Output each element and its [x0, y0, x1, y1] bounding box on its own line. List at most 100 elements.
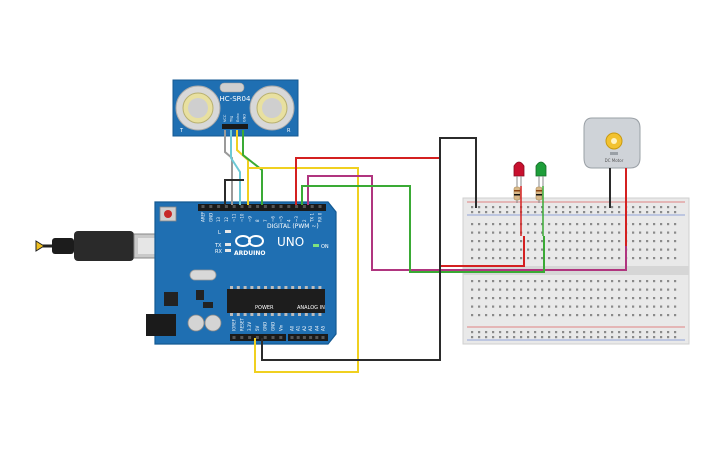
- capacitor-2: [204, 314, 222, 332]
- digital-pin[interactable]: [224, 205, 228, 208]
- power-pin[interactable]: [232, 336, 236, 339]
- digital-pin-label: GND: [208, 213, 213, 222]
- sensor-left-mark: T: [179, 128, 184, 134]
- digital-pin[interactable]: [232, 205, 236, 208]
- motor-label-plate: [610, 152, 618, 155]
- digital-pin-label: ~5: [279, 216, 284, 222]
- digital-pin[interactable]: [263, 205, 267, 208]
- digital-pin[interactable]: [209, 205, 213, 208]
- digital-pin-label: AREF: [201, 211, 206, 222]
- analog-pin-label: A2: [302, 325, 307, 331]
- analog-pin[interactable]: [321, 336, 325, 339]
- power-pin[interactable]: [248, 336, 252, 339]
- red-led[interactable]: [513, 161, 525, 186]
- wire-arduino-gnd-loop[interactable]: [224, 179, 244, 205]
- digital-pin[interactable]: [271, 205, 275, 208]
- analog-pin-label: A4: [314, 325, 319, 331]
- digital-pin-label: 7: [263, 219, 268, 222]
- rx-led: [225, 249, 231, 252]
- digital-pin-label: 13: [216, 216, 221, 222]
- wire-black-gnd[interactable]: [261, 137, 477, 361]
- power-pin[interactable]: [263, 336, 267, 339]
- analog-pin[interactable]: [309, 336, 313, 339]
- regulator: [164, 292, 178, 306]
- analog-header[interactable]: [288, 334, 328, 341]
- green-led[interactable]: [535, 161, 547, 186]
- digital-pin-label: 4: [286, 219, 291, 222]
- rx-label: RX: [215, 249, 222, 255]
- tx-led: [225, 243, 231, 246]
- power-pin-label: Vin: [278, 324, 283, 331]
- digital-pin[interactable]: [287, 205, 291, 208]
- analog-pin[interactable]: [315, 336, 319, 339]
- power-pin-label: 5V: [255, 325, 260, 331]
- digital-pin[interactable]: [240, 205, 244, 208]
- sensor-pin-label: Echo: [236, 114, 240, 123]
- analog-pin-label: A3: [308, 325, 313, 331]
- digital-pin[interactable]: [295, 205, 299, 208]
- wire-sensor-gnd[interactable]: [242, 130, 263, 205]
- digital-pin[interactable]: [201, 205, 205, 208]
- digital-pin-label: 12: [224, 216, 229, 222]
- digital-header[interactable]: [198, 204, 326, 211]
- digital-label: DIGITAL (PWM ~): [267, 223, 319, 230]
- on-label: ON: [321, 244, 329, 250]
- power-jack[interactable]: [146, 314, 176, 336]
- digital-pin[interactable]: [248, 205, 252, 208]
- sensor-pin-label: VCC: [223, 114, 227, 122]
- digital-pin[interactable]: [318, 205, 322, 208]
- tx-label: TX: [214, 243, 222, 249]
- digital-pin[interactable]: [217, 205, 221, 208]
- digital-pin[interactable]: [310, 205, 314, 208]
- motor-label: DC Motor: [605, 158, 624, 163]
- analog-pin[interactable]: [296, 336, 300, 339]
- digital-pin-label: ~10: [240, 213, 245, 222]
- usb-cable[interactable]: [35, 231, 169, 261]
- digital-pin-label: ~11: [232, 213, 237, 222]
- wire-magenta-pin[interactable]: [307, 175, 627, 271]
- arduino-logo: [235, 235, 264, 247]
- digital-pin-label: 8: [255, 219, 260, 222]
- small-chip: [196, 290, 204, 300]
- transmitter: [175, 85, 221, 131]
- resistor-green-led[interactable]: [535, 184, 543, 203]
- digital-pin-label: TX 1: [310, 213, 315, 223]
- l-label: L: [218, 230, 221, 236]
- on-led: [313, 244, 319, 247]
- wire-sensor-trig[interactable]: [230, 130, 241, 205]
- digital-pin[interactable]: [279, 205, 283, 208]
- reset-button[interactable]: [159, 206, 177, 222]
- sensor-right-mark: R: [287, 128, 291, 134]
- wire-sensor-vcc[interactable]: [224, 130, 233, 205]
- power-pin-label: RESET: [239, 318, 244, 331]
- power-pin-label: GND: [271, 322, 276, 331]
- digital-pin[interactable]: [256, 205, 260, 208]
- wire-green-pin[interactable]: [301, 185, 545, 273]
- dc-motor[interactable]: DC Motor: [583, 117, 641, 169]
- wire-yellow-5v[interactable]: [248, 167, 359, 373]
- sensor-pin-label: GND: [243, 114, 247, 122]
- power-pin[interactable]: [271, 336, 275, 339]
- digital-pin-label: ~9: [247, 216, 252, 222]
- sensor-pin-label: Trig: [230, 116, 234, 123]
- analog-pin[interactable]: [290, 336, 294, 339]
- small-chip-2: [203, 302, 213, 308]
- sensor-crystal: [219, 82, 245, 93]
- power-pin-label: 3.3V: [247, 322, 252, 331]
- atmega-chip: [227, 286, 325, 316]
- sensor-header[interactable]: [222, 124, 248, 129]
- analog-pin[interactable]: [302, 336, 306, 339]
- power-pin[interactable]: [279, 336, 283, 339]
- receiver: [249, 85, 295, 131]
- analog-pin-label: A5: [321, 325, 326, 331]
- power-pin[interactable]: [240, 336, 244, 339]
- digital-pin[interactable]: [302, 205, 306, 208]
- resistor-red-led[interactable]: [513, 184, 521, 203]
- analog-pin-label: A0: [290, 325, 295, 331]
- power-pin[interactable]: [255, 336, 259, 339]
